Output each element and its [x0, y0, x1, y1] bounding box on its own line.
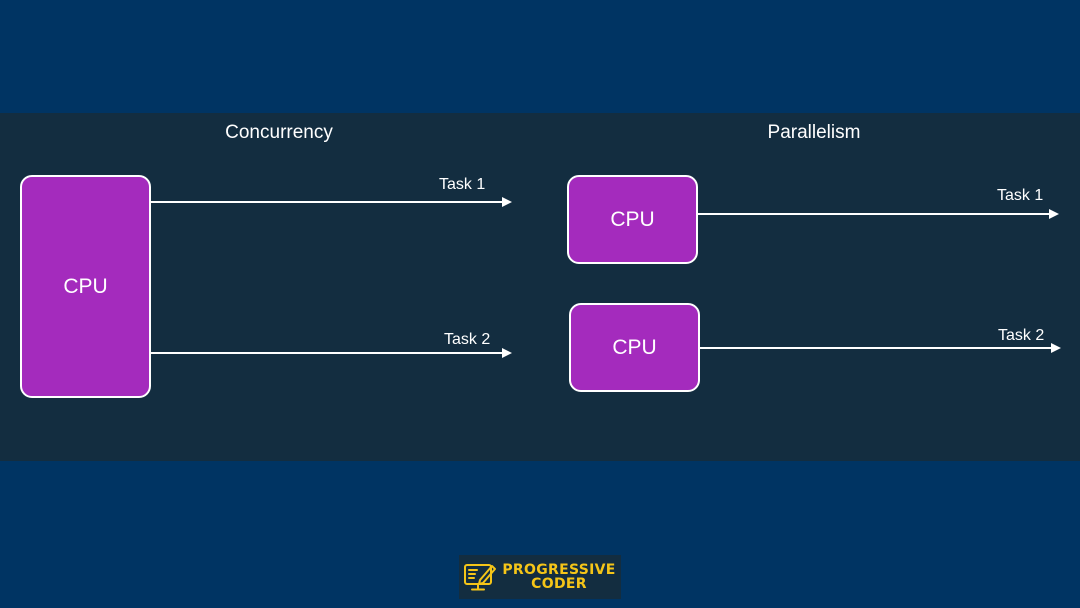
- logo-line-2: CODER: [531, 576, 587, 592]
- parallelism-cpu-1-box: CPU: [567, 175, 698, 264]
- parallelism-task-2-arrowhead: [1051, 343, 1061, 353]
- concurrency-cpu-box: CPU: [20, 175, 151, 398]
- diagram-band: [0, 113, 1080, 461]
- concurrency-task-1-arrowhead: [502, 197, 512, 207]
- parallelism-task-1-arrowhead: [1049, 209, 1059, 219]
- concurrency-task-1-label: Task 1: [439, 176, 486, 193]
- parallelism-cpu-2-box: CPU: [569, 303, 700, 392]
- logo-line-1: PROGRESSIVE: [502, 562, 616, 578]
- concurrency-task-2-arrowhead: [502, 348, 512, 358]
- parallelism-task-1-label: Task 1: [997, 187, 1044, 204]
- concurrency-title: Concurrency: [225, 122, 333, 143]
- logo-text: PROGRESSIVE CODER: [501, 563, 617, 591]
- parallelism-title: Parallelism: [767, 122, 861, 143]
- parallelism-cpu-1-label: CPU: [610, 207, 655, 231]
- parallelism-cpu-2-label: CPU: [612, 335, 657, 359]
- progressive-coder-logo: PROGRESSIVE CODER: [459, 555, 621, 599]
- concurrency-cpu-label: CPU: [63, 274, 108, 298]
- parallelism-task-2-label: Task 2: [998, 327, 1045, 344]
- monitor-pencil-icon: [464, 564, 496, 591]
- concurrency-task-2-label: Task 2: [444, 331, 491, 348]
